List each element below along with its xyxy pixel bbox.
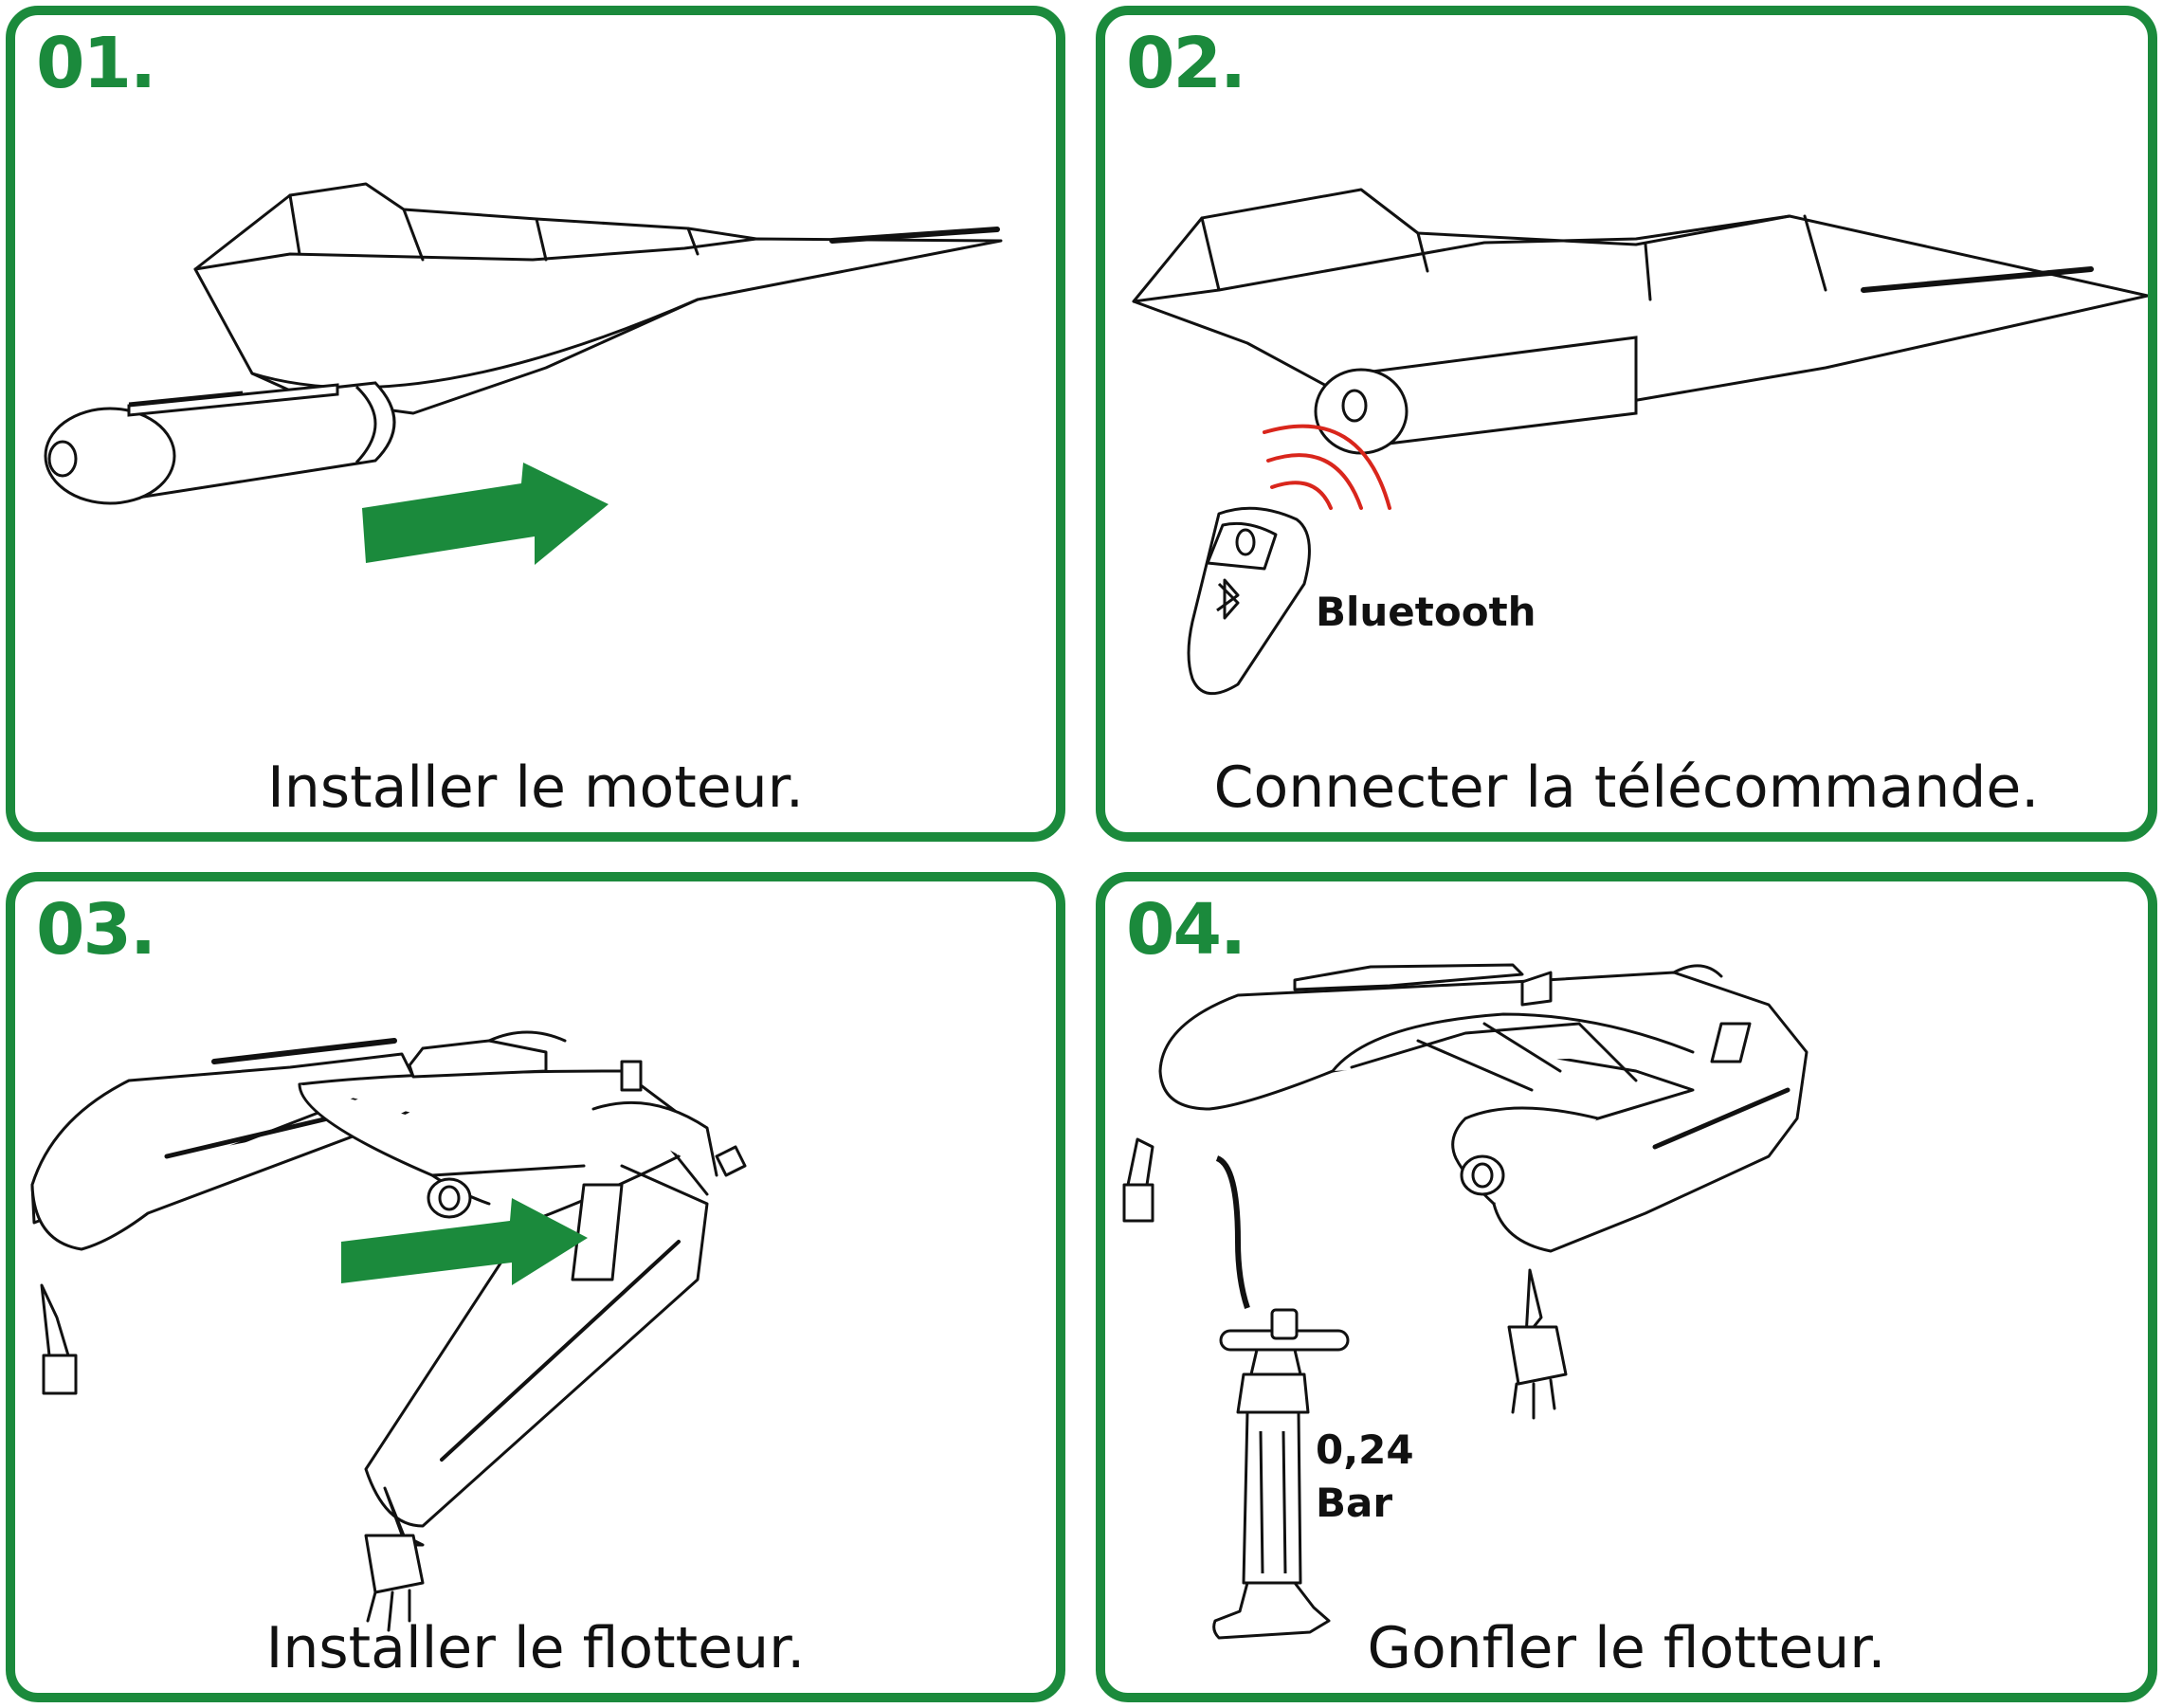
step-4-caption: Gonfler le flotteur. xyxy=(1367,1615,1886,1681)
board-illustration xyxy=(193,182,1003,415)
float-illustration xyxy=(30,1030,747,1632)
step-2-panel: 02. Bluetooth Connecter la té xyxy=(1096,6,2157,842)
direction-arrow xyxy=(341,1198,588,1285)
step-4-illustration: 0,24 Bar xyxy=(1122,963,1809,1640)
motor-illustration xyxy=(44,381,396,505)
pressure-unit: Bar xyxy=(1316,1480,1392,1526)
float-illustration xyxy=(1122,963,1809,1420)
step-2-number: 02. xyxy=(1126,23,1246,104)
signal-waves xyxy=(1263,424,1391,510)
step-1-illustration xyxy=(44,182,1003,565)
direction-arrow xyxy=(362,463,609,565)
step-3-caption: Installer le flotteur. xyxy=(265,1615,806,1681)
step-3-illustration xyxy=(30,1030,747,1632)
step-2-illustration: Bluetooth xyxy=(1132,188,2148,696)
step-4-panel: 04. xyxy=(1096,872,2157,1702)
step-1-number: 01. xyxy=(36,23,156,104)
step-2-caption: Connecter la télécommande. xyxy=(1213,754,2040,821)
step-1-panel: 01. Installer le moteur. xyxy=(6,6,1065,842)
pressure-value: 0,24 xyxy=(1316,1426,1414,1473)
board-illustration xyxy=(1132,188,2148,415)
step-4-number: 04. xyxy=(1126,889,1246,971)
power-icon xyxy=(1235,528,1256,556)
bluetooth-icon xyxy=(1216,578,1240,620)
pump-illustration xyxy=(1212,1155,1350,1640)
bluetooth-label: Bluetooth xyxy=(1316,589,1536,635)
step-1-caption: Installer le moteur. xyxy=(267,754,804,821)
step-3-number: 03. xyxy=(36,889,156,971)
step-3-panel: 03. Installer le flotte xyxy=(6,872,1065,1702)
remote-control xyxy=(1187,506,1311,696)
